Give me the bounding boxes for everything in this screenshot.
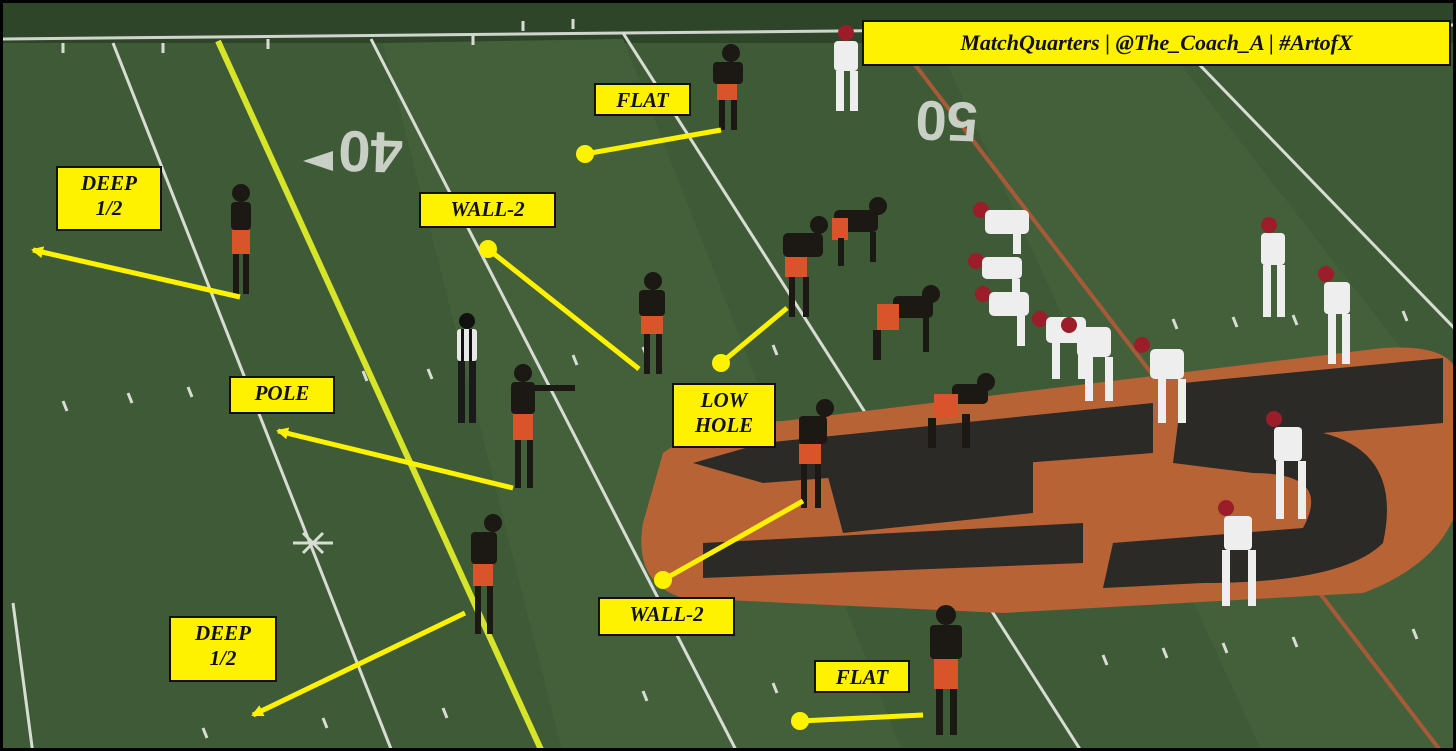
offensive-player [968, 253, 1022, 297]
title-banner: MatchQuarters | @The_Coach_A | #ArtofX [862, 20, 1451, 66]
label-wall-2-bottom: WALL-2 [598, 597, 735, 636]
deep-half-bottom-arrow [251, 610, 467, 718]
low-hole-line [719, 306, 789, 365]
flat-top-dot [576, 145, 594, 163]
label-flat-top: FLAT [594, 83, 691, 116]
flat-top-line [584, 127, 722, 157]
logo-letter-s [1103, 358, 1443, 588]
logo-bar [703, 523, 1083, 578]
first-down-line [215, 39, 544, 748]
offensive-player [1061, 317, 1113, 401]
pole-arrow [276, 427, 514, 491]
offensive-player [975, 286, 1029, 346]
defense-players [231, 44, 995, 735]
offense-players [834, 25, 1350, 606]
label-pole: POLE [229, 376, 335, 414]
label-flat-bottom: FLAT [814, 660, 910, 693]
yard-number-50: 50 [914, 89, 978, 154]
flat-bottom-dot [791, 712, 809, 730]
defender [928, 373, 995, 448]
defender [832, 197, 887, 266]
defender [930, 605, 962, 735]
defender [231, 184, 251, 294]
deep-half-top-arrow [31, 246, 241, 300]
assignment-dots [479, 145, 809, 730]
assignment-lines [31, 127, 924, 724]
field-star-mark [293, 531, 333, 555]
offensive-player [1218, 500, 1256, 606]
offensive-player [1266, 411, 1306, 519]
hash-marks [61, 19, 1419, 739]
offensive-player [1318, 266, 1350, 364]
defender [783, 216, 828, 317]
yard-line [1161, 25, 1453, 329]
defender [471, 514, 502, 634]
offensive-player [1261, 217, 1285, 317]
wall-top-line [486, 247, 641, 371]
referee [457, 313, 477, 423]
yard-arrow [303, 151, 333, 171]
yard-line [621, 32, 1081, 748]
flat-bottom-line [799, 712, 924, 724]
defender [511, 364, 575, 488]
low-hole-dot [712, 354, 730, 372]
yard-number-40: 40 [337, 118, 404, 185]
offensive-player [973, 202, 1029, 254]
defender [873, 285, 940, 360]
logo-letter-o-inner [823, 433, 1033, 533]
offensive-player [834, 25, 858, 111]
wall-bottom-line [661, 498, 805, 583]
label-wall-2-top: WALL-2 [419, 192, 556, 228]
defender [713, 44, 743, 130]
wall-bottom-dot [654, 571, 672, 589]
defender [799, 399, 834, 508]
wall-top-dot [479, 240, 497, 258]
offensive-player [1134, 337, 1186, 423]
defender [639, 272, 665, 374]
yard-line [11, 602, 34, 748]
